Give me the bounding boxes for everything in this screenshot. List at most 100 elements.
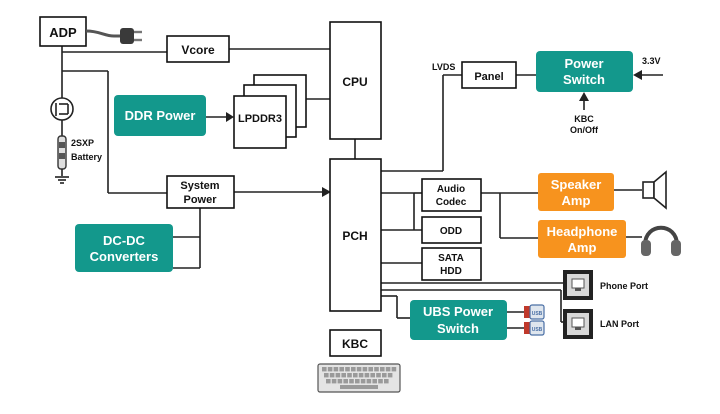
lvds-label: LVDS bbox=[432, 62, 455, 72]
dcdc-label-line2: Converters bbox=[90, 249, 159, 264]
keyboard-key bbox=[329, 373, 335, 378]
lpddr3-block: LPDDR3 bbox=[233, 74, 307, 149]
keyboard-key bbox=[345, 367, 350, 372]
keyboard-key bbox=[358, 373, 364, 378]
pch-label: PCH bbox=[342, 229, 367, 243]
keyboard-key bbox=[353, 373, 358, 378]
keyboard-spacebar bbox=[340, 385, 378, 389]
cpu-label: CPU bbox=[342, 75, 367, 89]
speaker-amp-label-line1: Speaker bbox=[551, 177, 602, 192]
keyboard-key bbox=[370, 373, 375, 378]
v33-label: 3.3V bbox=[642, 56, 661, 66]
keyboard-key bbox=[326, 379, 331, 384]
battery-icon bbox=[57, 135, 67, 176]
vcore-label: Vcore bbox=[181, 43, 215, 57]
battery-label-line1: 2SXP bbox=[71, 138, 94, 148]
usb-plug-icon: USB bbox=[524, 304, 545, 320]
keyboard-key bbox=[339, 367, 344, 372]
keyboard-key bbox=[341, 373, 346, 378]
power-switch-block: Power Switch bbox=[536, 51, 633, 92]
sata-label-line2: HDD bbox=[440, 266, 462, 277]
lpddr3-label: LPDDR3 bbox=[238, 113, 282, 125]
speaker-icon bbox=[642, 170, 667, 210]
usb-power-label-line2: Switch bbox=[437, 321, 479, 336]
sata-label-line1: SATA bbox=[438, 253, 464, 264]
keyboard-key bbox=[384, 379, 389, 384]
keyboard-key bbox=[331, 379, 337, 384]
keyboard-key bbox=[391, 367, 397, 372]
dcdc-label-line1: DC-DC bbox=[103, 233, 145, 248]
odd-block: ODD bbox=[421, 216, 482, 244]
keyboard-key bbox=[366, 379, 372, 384]
kbc-label: KBC bbox=[342, 337, 368, 351]
keyboard-key bbox=[335, 373, 341, 378]
adp-label: ADP bbox=[49, 25, 77, 40]
power-switch-label-line2: Switch bbox=[563, 72, 605, 87]
keyboard-key bbox=[327, 367, 333, 372]
usb-power-switch-block: UBS Power Switch bbox=[410, 300, 507, 340]
keyboard-key bbox=[343, 379, 348, 384]
power-plug-icon bbox=[85, 28, 142, 44]
keyboard-key bbox=[360, 379, 366, 384]
ddr-power-label: DDR Power bbox=[125, 108, 196, 123]
usb-plug-icon: USB bbox=[524, 320, 545, 336]
keyboard-key bbox=[378, 379, 383, 384]
headphone-amp-label-line2: Amp bbox=[568, 240, 597, 255]
adp-block: ADP bbox=[39, 16, 87, 47]
lan-port-label: LAN Port bbox=[600, 319, 639, 329]
keyboard-key bbox=[362, 367, 368, 372]
keyboard-key bbox=[387, 373, 393, 378]
system-power-block: System Power bbox=[166, 175, 235, 209]
kbc-onoff-label-line2: On/Off bbox=[570, 125, 599, 135]
usb-power-label-line1: UBS Power bbox=[423, 304, 493, 319]
speaker-amp-block: Speaker Amp bbox=[538, 173, 614, 211]
headphone-icon bbox=[641, 225, 681, 256]
headphone-amp-block: Headphone Amp bbox=[538, 220, 626, 258]
audio-codec-label-line1: Audio bbox=[437, 184, 465, 195]
kbc-onoff-label-line1: KBC bbox=[574, 114, 594, 124]
lan-port-icon bbox=[563, 309, 593, 339]
audio-codec-block: Audio Codec bbox=[421, 178, 482, 212]
keyboard-key bbox=[355, 379, 360, 384]
mosfet-switch-icon bbox=[50, 97, 74, 136]
system-power-label-line1: System bbox=[180, 180, 219, 192]
keyboard-icon bbox=[317, 363, 401, 393]
phone-port-label: Phone Port bbox=[600, 281, 648, 291]
audio-codec-label-line2: Codec bbox=[436, 197, 467, 208]
keyboard-key bbox=[351, 367, 356, 372]
kbc-block: KBC bbox=[329, 329, 382, 357]
keyboard-key bbox=[337, 379, 343, 384]
panel-label: Panel bbox=[474, 71, 503, 83]
keyboard-key bbox=[349, 379, 354, 384]
cpu-block: CPU bbox=[329, 21, 382, 140]
dcdc-converters-block: DC-DC Converters bbox=[75, 224, 173, 272]
keyboard-key bbox=[322, 367, 327, 372]
ddr-power-block: DDR Power bbox=[114, 95, 206, 136]
keyboard-key bbox=[376, 373, 381, 378]
system-power-label-line2: Power bbox=[183, 194, 217, 206]
keyboard-key bbox=[382, 373, 387, 378]
keyboard-key bbox=[324, 373, 329, 378]
connection-lines bbox=[61, 46, 663, 329]
battery-label-line2: Battery bbox=[71, 152, 102, 162]
keyboard-key bbox=[347, 373, 352, 378]
power-switch-label-line1: Power bbox=[564, 56, 603, 71]
keyboard-key bbox=[374, 367, 379, 372]
odd-label: ODD bbox=[440, 226, 462, 237]
keyboard-key bbox=[333, 367, 339, 372]
vcore-block: Vcore bbox=[166, 35, 230, 63]
phone-port-icon bbox=[563, 270, 593, 300]
usb-tag-1: USB bbox=[532, 311, 543, 317]
keyboard-key bbox=[380, 367, 385, 372]
keyboard-key bbox=[372, 379, 377, 384]
usb-tag-2: USB bbox=[532, 327, 543, 333]
keyboard-key bbox=[385, 367, 391, 372]
sata-hdd-block: SATA HDD bbox=[421, 247, 482, 281]
panel-block: Panel bbox=[461, 61, 517, 89]
keyboard-key bbox=[364, 373, 370, 378]
keyboard-key bbox=[368, 367, 373, 372]
pch-block: PCH bbox=[329, 158, 382, 312]
ground-icon bbox=[55, 176, 69, 184]
speaker-amp-label-line2: Amp bbox=[562, 193, 591, 208]
